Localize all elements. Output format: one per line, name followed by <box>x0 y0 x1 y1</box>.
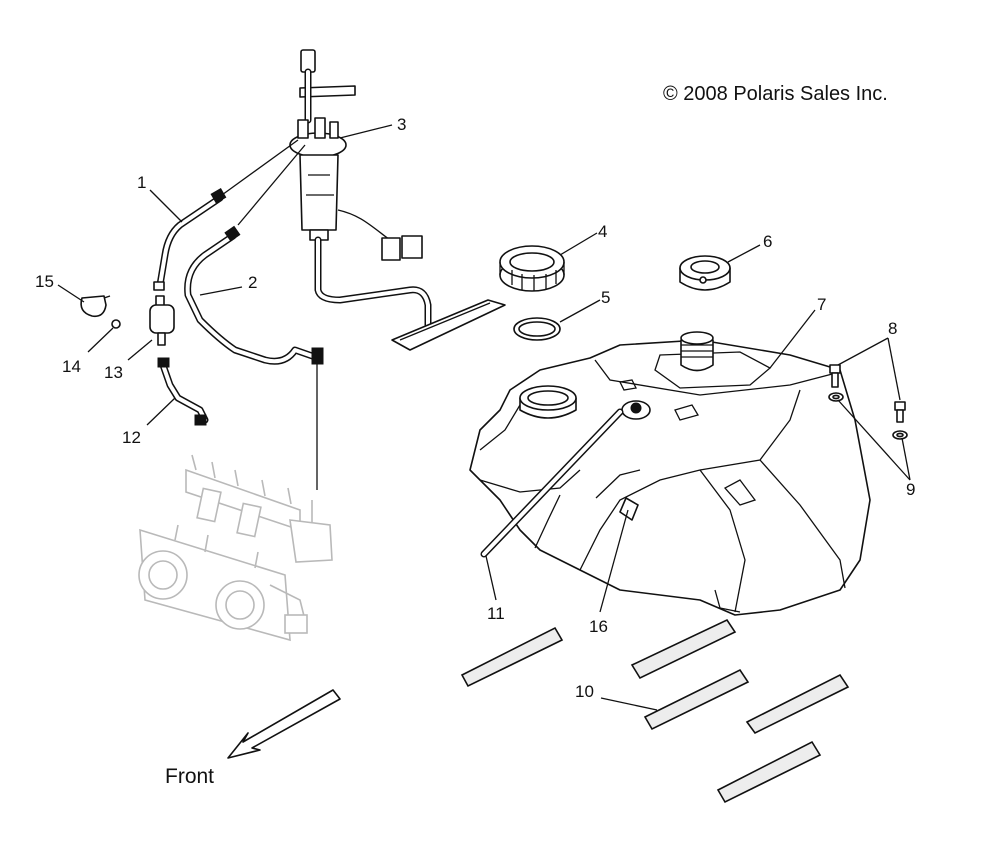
callout-2: 2 <box>248 273 257 292</box>
copyright-text: © 2008 Polaris Sales Inc. <box>663 83 888 105</box>
callout-6: 6 <box>763 232 772 251</box>
callout-9: 9 <box>906 480 915 499</box>
lock-ring <box>499 245 565 292</box>
hose-clamp <box>80 295 111 318</box>
callout-13: 13 <box>104 363 123 382</box>
small-fastener <box>111 319 121 329</box>
fuel-line-2 <box>184 225 324 365</box>
tank-pads <box>460 618 850 804</box>
bolts <box>829 364 906 423</box>
vent-tube <box>480 408 624 558</box>
throttle-body-ghost <box>138 454 333 642</box>
leader-lines <box>57 124 911 711</box>
fuel-cap <box>679 255 731 291</box>
front-direction-arrow <box>227 689 341 759</box>
callout-12: 12 <box>122 428 141 447</box>
callout-7: 7 <box>817 295 826 314</box>
callout-11: 11 <box>487 604 505 623</box>
callout-8: 8 <box>888 319 897 338</box>
callout-3: 3 <box>397 115 406 134</box>
callout-1: 1 <box>137 173 146 192</box>
callout-10: 10 <box>575 682 594 701</box>
fuel-hose-1 <box>153 187 227 291</box>
washers <box>828 392 908 440</box>
fuel-hose-12 <box>157 357 209 426</box>
front-label: Front <box>165 765 214 788</box>
seal-ring <box>513 317 561 341</box>
callout-14: 14 <box>62 357 81 376</box>
fuel-filter <box>149 295 175 346</box>
callout-numbers: 1 2 3 4 5 6 7 8 9 10 11 12 13 14 15 16 <box>35 115 915 701</box>
callout-4: 4 <box>598 222 607 241</box>
fuel-tank <box>469 331 871 616</box>
callout-5: 5 <box>601 288 610 307</box>
callout-16: 16 <box>589 617 608 636</box>
callout-15: 15 <box>35 272 54 291</box>
fuel-pump-assembly <box>289 49 506 351</box>
